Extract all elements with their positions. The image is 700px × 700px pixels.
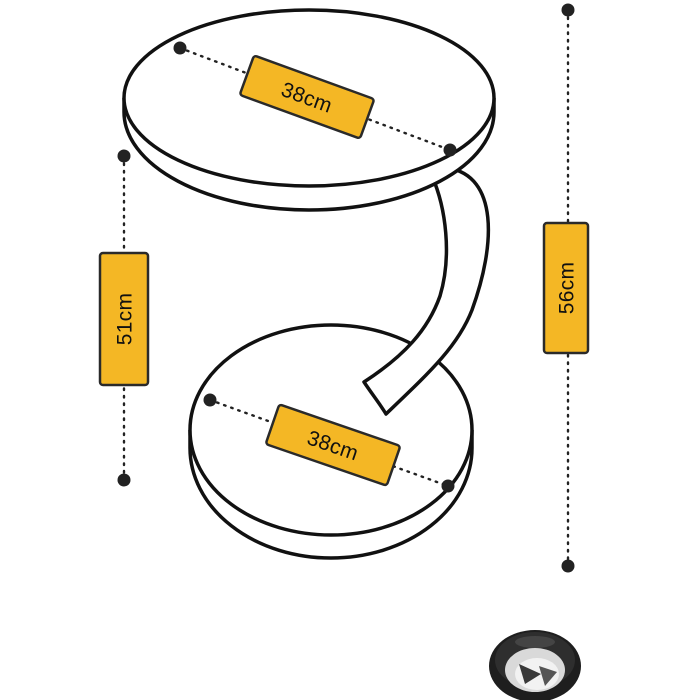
bottom-left-marker [203,393,217,407]
right-bottom-marker [561,559,575,573]
lower-height-text: 51cm [114,293,137,346]
bottom-diameter-label: 38cm [265,403,401,487]
top-left-marker [173,41,187,55]
lower-height-measure [117,149,131,487]
lower-height-label: 51cm [98,251,150,387]
top-right-marker [443,143,457,157]
right-top-marker [561,3,575,17]
left-top-marker [117,149,131,163]
bottom-right-marker [441,479,455,493]
left-bottom-marker [117,473,131,487]
total-height-label: 56cm [542,221,590,355]
top-diameter-label: 38cm [239,54,375,140]
curved-support-column [362,166,491,416]
caster-wheel-icon [489,630,581,700]
total-height-text: 56cm [556,262,579,315]
